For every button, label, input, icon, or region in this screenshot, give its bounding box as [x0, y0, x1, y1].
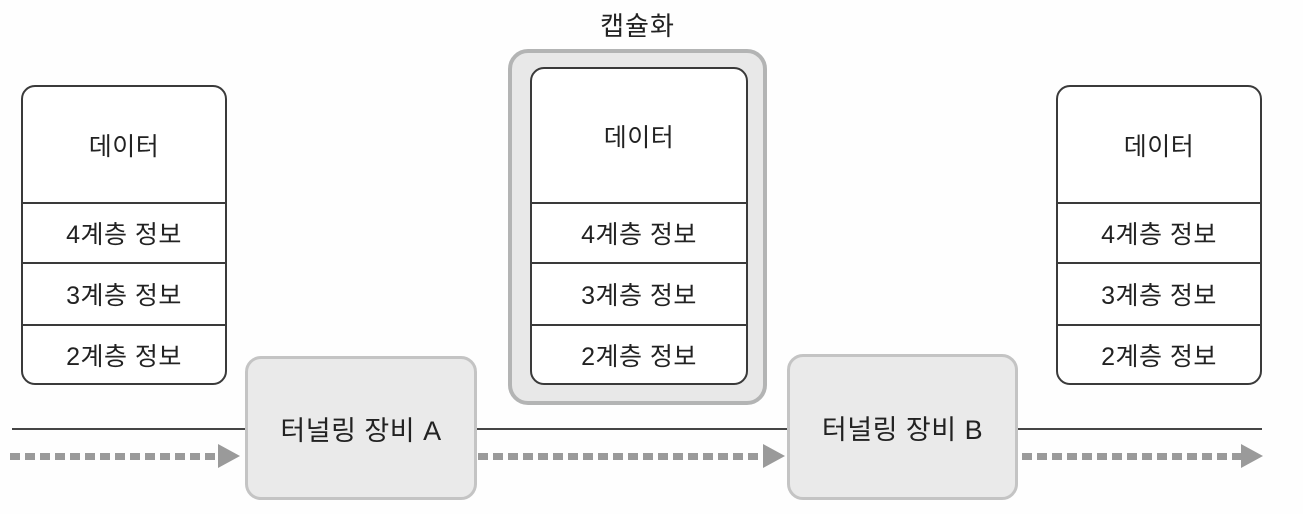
- arrow-head-icon: [1241, 444, 1263, 468]
- tunneling-device-b: 터널링 장비 B: [787, 354, 1018, 500]
- stack-layer-2: 2계층 정보: [532, 324, 746, 383]
- tunneling-device-b-label: 터널링 장비 B: [821, 414, 984, 445]
- tunnel-dashed-arrow-right: [1022, 453, 1241, 460]
- packet-stack-right: 데이터 4계층 정보 3계층 정보 2계층 정보: [1056, 85, 1262, 385]
- tunnel-dashed-arrow-left: [10, 453, 218, 460]
- stack-layer-data: 데이터: [603, 123, 675, 152]
- encapsulation-label: 캡슐화: [600, 11, 675, 41]
- arrow-head-icon: [763, 444, 785, 468]
- packet-stack-left: 데이터 4계층 정보 3계층 정보 2계층 정보: [21, 85, 227, 385]
- stack-layer-data: 데이터: [1123, 132, 1195, 161]
- packet-stack-encapsulated: 데이터 4계층 정보 3계층 정보 2계층 정보: [530, 67, 748, 385]
- stack-layer-data: 데이터: [88, 132, 160, 161]
- stack-layer-4: 4계층 정보: [1058, 202, 1260, 262]
- tunnel-dashed-arrow-middle: [478, 453, 763, 460]
- network-line-left: [12, 428, 245, 430]
- network-line-middle: [477, 428, 787, 430]
- stack-layer-4: 4계층 정보: [23, 202, 225, 262]
- stack-layer-3: 3계층 정보: [1058, 262, 1260, 324]
- tunneling-device-a: 터널링 장비 A: [245, 356, 477, 500]
- stack-layer-2: 2계층 정보: [1058, 324, 1260, 383]
- tunneling-device-a-label: 터널링 장비 A: [280, 415, 442, 446]
- stack-layer-4: 4계층 정보: [532, 202, 746, 262]
- network-line-right: [1018, 428, 1262, 430]
- arrow-head-icon: [218, 444, 240, 468]
- stack-layer-3: 3계층 정보: [532, 262, 746, 324]
- stack-layer-2: 2계층 정보: [23, 324, 225, 383]
- stack-layer-3: 3계층 정보: [23, 262, 225, 324]
